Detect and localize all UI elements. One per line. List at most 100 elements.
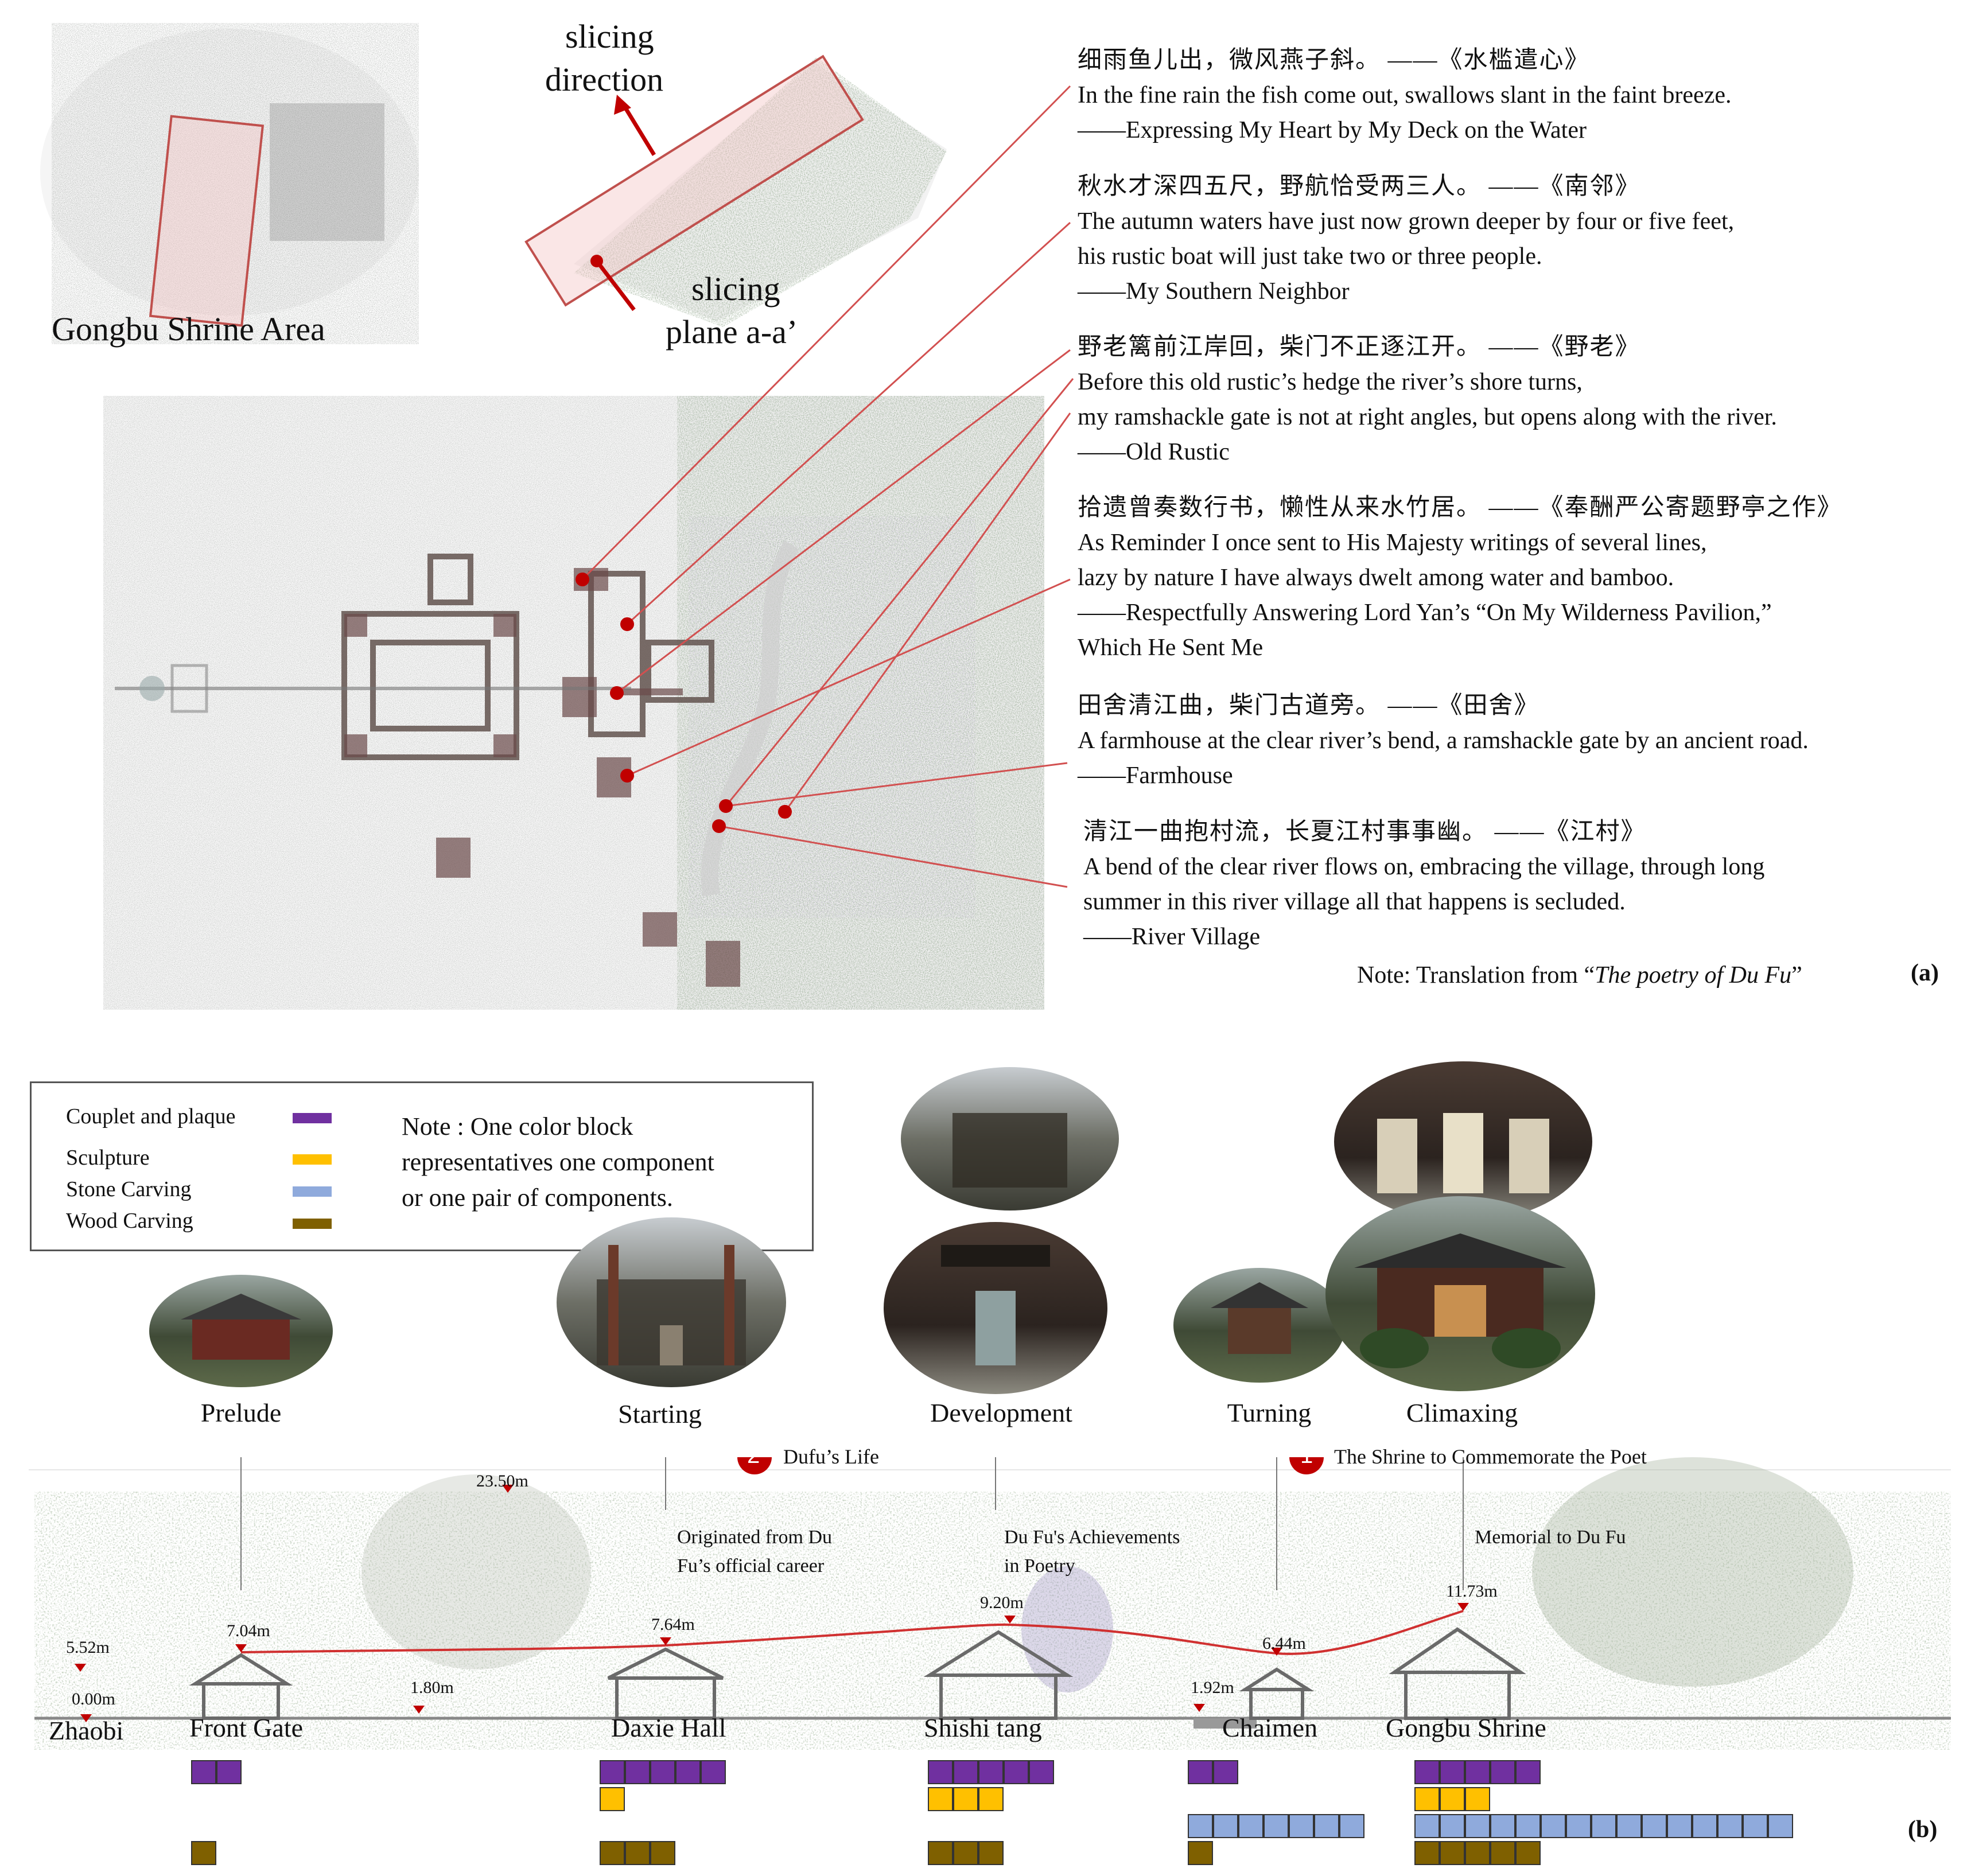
slicing-plane-box <box>524 55 864 307</box>
elevation-front-gate: 7.04m <box>227 1621 270 1640</box>
panel-b-label: (b) <box>1908 1816 1938 1843</box>
elevation-zhaobi-ground: 0.00m <box>72 1690 115 1708</box>
legend-label-sculpture: Sculpture <box>66 1146 150 1170</box>
theme-2-number: 2 <box>747 1443 760 1468</box>
theme-1-title: The Shrine to Commemorate the Poet <box>1334 1445 1647 1468</box>
theme-2-circle <box>737 1457 772 1474</box>
poem-5-english-line-1: A farmhouse at the clear river’s bend, a… <box>1078 727 1809 754</box>
elevation-tree-top: 23.50m <box>476 1472 528 1490</box>
elevation-chaimen: 6.44m <box>1262 1634 1306 1653</box>
slicing-direction-label-2: direction <box>545 61 664 98</box>
poem-6-chinese: 清江一曲抱村流，长夏江村事事幽。 ——《江村》 <box>1083 819 1646 845</box>
theme-1-circle <box>1289 1457 1324 1474</box>
section-front-gate <box>189 1653 293 1720</box>
poem-2: 秋水才深四五尺，野航恰受两三人。 ——《南邻》 The autumn water… <box>1078 169 1734 309</box>
poem-6-title: ——River Village <box>1083 924 1261 950</box>
poem-4-english-line-1: As Reminder I once sent to His Majesty w… <box>1078 530 1707 556</box>
poem-3-english-line-2: my ramshackle gate is not at right angle… <box>1078 404 1777 430</box>
slicing-direction-label-1: slicing <box>565 18 654 55</box>
stage-prelude: Prelude <box>200 1398 282 1427</box>
section-daxie-hall <box>607 1647 724 1720</box>
section-tree-cloud <box>34 1492 1951 1750</box>
hall-zhaobi: Zhaobi <box>49 1716 124 1745</box>
elevation-profile-line <box>240 1610 1464 1655</box>
elevation-low-1: 1.80m <box>410 1678 454 1697</box>
poem-1-english-line-1: In the fine rain the fish come out, swal… <box>1078 82 1732 108</box>
site-plan-point-cloud <box>103 396 1044 1010</box>
legend-label-couplet: Couplet and plaque <box>66 1104 236 1128</box>
poem-2-title: ——My Southern Neighbor <box>1078 278 1350 305</box>
poem-5-chinese: 田舍清江曲，柴门古道旁。 ——《田舍》 <box>1078 692 1539 719</box>
poem-location-markers <box>576 573 792 833</box>
legend-note-line-2: representatives one component <box>402 1148 714 1176</box>
poem-1-chinese: 细雨鱼儿出，微风燕子斜。 ——《水槛遣心》 <box>1078 47 1590 73</box>
poem-6-english-line-1: A bend of the clear river flows on, embr… <box>1083 854 1765 880</box>
legend-note-line-1: Note : One color block <box>402 1112 633 1141</box>
photo-development-top <box>901 1067 1119 1211</box>
section-graphics <box>29 1457 1951 1750</box>
poem-5-title: ——Farmhouse <box>1078 762 1233 789</box>
poem-2-english-line-1: The autumn waters have just now grown de… <box>1078 208 1735 235</box>
photo-vignettes <box>149 1061 1595 1394</box>
photo-climaxing-bottom <box>1325 1196 1595 1391</box>
poem-3: 野老篱前江岸回，柴门不正逐江开。 ——《野老》 Before this old … <box>1078 330 1777 470</box>
photo-climaxing-top <box>1334 1061 1592 1222</box>
poem-1: 细雨鱼儿出，微风燕子斜。 ——《水槛遣心》 In the fine rain t… <box>1078 43 1731 148</box>
theme-2-title: Dufu’s Life <box>783 1445 879 1468</box>
translation-note: Note: Translation from “The poetry of Du… <box>1357 962 1802 988</box>
hall-front-gate: Front Gate <box>189 1713 304 1742</box>
legend-swatch-sculpture <box>293 1154 332 1165</box>
elevation-daxie-hall: 7.64m <box>651 1615 695 1634</box>
poem-3-chinese: 野老篱前江岸回，柴门不正逐江开。 ——《野老》 <box>1078 334 1640 360</box>
photo-development-bottom <box>884 1222 1107 1394</box>
stage-climaxing: Climaxing <box>1406 1398 1518 1427</box>
stage-starting: Starting <box>618 1399 702 1429</box>
legend-box: Couplet and plaque Sculpture Stone Carvi… <box>30 1081 814 1251</box>
translation-note-book-title: The poetry of Du Fu <box>1595 962 1792 988</box>
gongbu-shrine-area-label: Gongbu Shrine Area <box>52 310 325 348</box>
section-shishi-tang <box>923 1630 1074 1720</box>
hall-daxie-hall: Daxie Hall <box>611 1713 726 1742</box>
legend-swatch-couplet <box>293 1113 332 1123</box>
photo-prelude <box>149 1275 333 1387</box>
elevation-zhaobi-top: 5.52m <box>66 1638 110 1657</box>
elevation-gongbu-shrine: 11.73m <box>1446 1582 1498 1601</box>
poem-3-title: ——Old Rustic <box>1078 439 1230 465</box>
slicing-plane-pointer <box>595 259 636 312</box>
hall-chaimen: Chaimen <box>1222 1713 1318 1742</box>
photo-starting <box>557 1217 786 1387</box>
stage-turning: Turning <box>1227 1398 1312 1427</box>
slicing-direction-arrow <box>621 102 656 156</box>
sub-theme-official-career: Originated from Du Fu’s official career <box>677 1527 833 1577</box>
poem-5: 田舍清江曲，柴门古道旁。 ——《田舍》 A farmhouse at the c… <box>1078 688 1809 793</box>
poem-4-title: ——Respectfully Answering Lord Yan’s “On … <box>1078 600 1772 626</box>
poem-4-chinese: 拾遗曾奏数行书，懒性从来水竹居。 ——《奉酬严公寄题野亭之作》 <box>1078 495 1842 521</box>
poem-4: 拾遗曾奏数行书，懒性从来水竹居。 ——《奉酬严公寄题野亭之作》 As Remin… <box>1078 491 1842 665</box>
photo-turning <box>1173 1268 1346 1383</box>
legend-label-wood: Wood Carving <box>66 1209 193 1233</box>
hall-shishi-tang: Shishi tang <box>924 1713 1042 1742</box>
legend-label-stone: Stone Carving <box>66 1177 192 1201</box>
sub-theme-memorial: Memorial to Du Fu <box>1475 1527 1626 1548</box>
slicing-plane-label-2: plane a-a’ <box>666 313 798 351</box>
elevation-shishi-tang: 9.20m <box>980 1593 1024 1612</box>
panel-a-label: (a) <box>1911 960 1939 986</box>
poem-2-english-line-2: his rustic boat will just take two or th… <box>1078 243 1542 270</box>
section-gongbu-shrine <box>1389 1627 1526 1720</box>
section-chaimen <box>1239 1667 1315 1720</box>
hall-gongbu-shrine: Gongbu Shrine <box>1386 1713 1546 1742</box>
gongbu-shrine-area-box <box>149 115 265 327</box>
legend-swatch-wood <box>293 1219 332 1229</box>
elevation-markers <box>75 1485 1469 1722</box>
poem-3-english-line-1: Before this old rustic’s hedge the river… <box>1078 369 1583 395</box>
stage-leader-lines <box>240 1457 1464 1590</box>
elevation-low-2: 1.92m <box>1191 1678 1234 1697</box>
poem-leader-lines <box>581 85 1074 888</box>
panel-a-graphics <box>52 23 1074 1010</box>
poem-2-chinese: 秋水才深四五尺，野航恰受两三人。 ——《南邻》 <box>1078 173 1640 200</box>
sub-theme-poetry-achievements: Du Fu's Achievements in Poetry <box>1004 1527 1180 1577</box>
poem-6: 清江一曲抱村流，长夏江村事事幽。 ——《江村》 A bend of the cl… <box>1083 815 1764 955</box>
legend-note-line-3: or one pair of components. <box>402 1184 673 1212</box>
poem-4-english-line-2: lazy by nature I have always dwelt among… <box>1078 565 1674 591</box>
slicing-plane-label-1: slicing <box>691 270 780 308</box>
